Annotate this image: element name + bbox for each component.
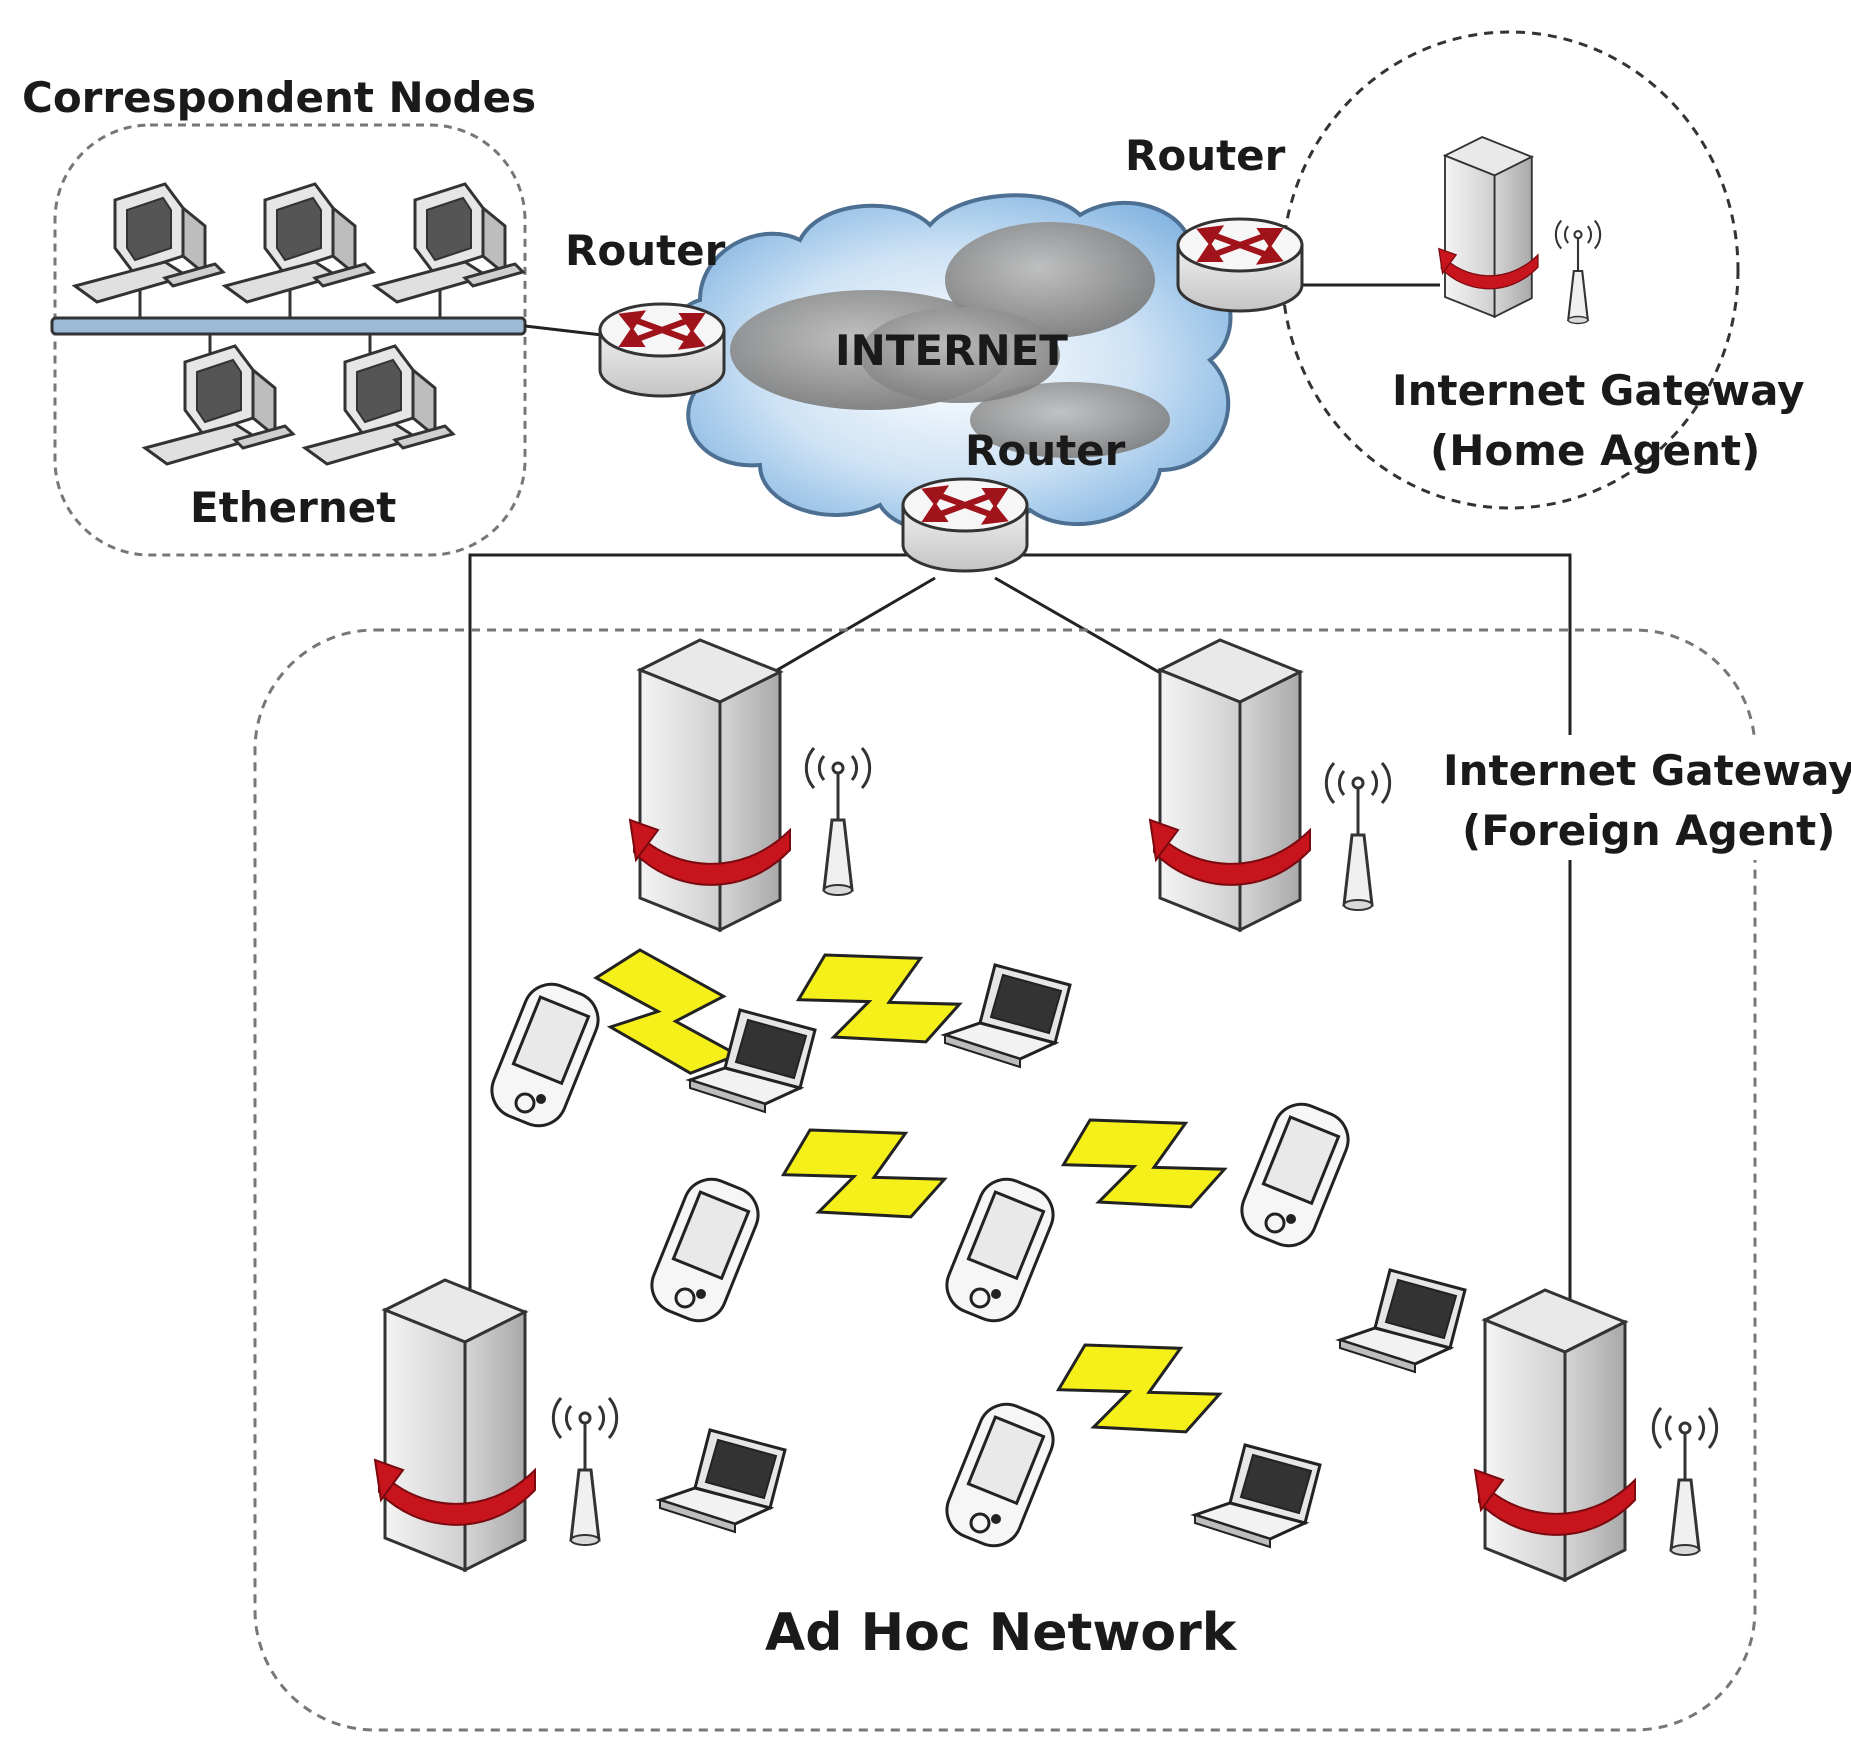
lightning-link-icon (777, 1115, 952, 1231)
router-icon (1178, 219, 1302, 311)
pda-icon (937, 1169, 1063, 1331)
workstation-icon (303, 344, 455, 466)
gateway-server-icon (1148, 638, 1312, 932)
laptop-icon (1338, 1268, 1467, 1374)
router-bottom-label: Router (965, 426, 1126, 475)
pda-icon (642, 1169, 768, 1331)
internet-cloud (669, 193, 1233, 536)
pda-icon (482, 974, 608, 1136)
antenna-icon (804, 746, 872, 897)
workstation-icon (373, 182, 525, 304)
workstation-icon (143, 344, 295, 466)
lightning-link-icon (1052, 1330, 1227, 1446)
laptop-icon (943, 963, 1072, 1069)
correspondent-nodes-label: Correspondent Nodes (22, 73, 536, 122)
laptop-icon (1193, 1443, 1322, 1549)
wired-links (468, 283, 1572, 1320)
pda-icon (1232, 1094, 1358, 1256)
router-icon (903, 479, 1027, 571)
lightning-link-icon (792, 940, 967, 1056)
foreign-gateway-label-bg (1440, 735, 1845, 860)
antenna-icon (551, 1396, 619, 1547)
internet-label: INTERNET (835, 326, 1068, 375)
router-left-label: Router (565, 226, 726, 275)
antenna-icon (1651, 1406, 1719, 1557)
foreign-gateway-label-line1: Internet Gateway (1443, 746, 1851, 795)
workstation-icon (73, 182, 225, 304)
lightning-link-icon (1057, 1105, 1232, 1221)
adhoc-network-boundary (253, 628, 1757, 1732)
gateway-server-icon (373, 1278, 537, 1572)
antenna-icon (1554, 219, 1602, 325)
router-icon (600, 304, 724, 396)
ethernet-bus (50, 316, 527, 336)
ethernet-label: Ethernet (190, 483, 396, 532)
foreign-gateway-label-line2: (Foreign Agent) (1462, 806, 1835, 855)
adhoc-network-label: Ad Hoc Network (765, 1603, 1238, 1663)
laptop-icon (658, 1428, 787, 1534)
gateway-server-icon (1437, 136, 1539, 318)
gateway-server-icon (628, 638, 792, 932)
gateway-server-icon (1473, 1288, 1637, 1582)
antenna-icon (1324, 761, 1392, 912)
home-agent-boundary (1280, 30, 1740, 510)
pda-icon (937, 1394, 1063, 1556)
router-top-label: Router (1125, 131, 1286, 180)
home-gateway-label-line2: (Home Agent) (1430, 426, 1760, 475)
workstation-icon (223, 182, 375, 304)
correspondent-nodes-boundary (53, 123, 527, 557)
home-gateway-label-line1: Internet Gateway (1392, 366, 1805, 415)
